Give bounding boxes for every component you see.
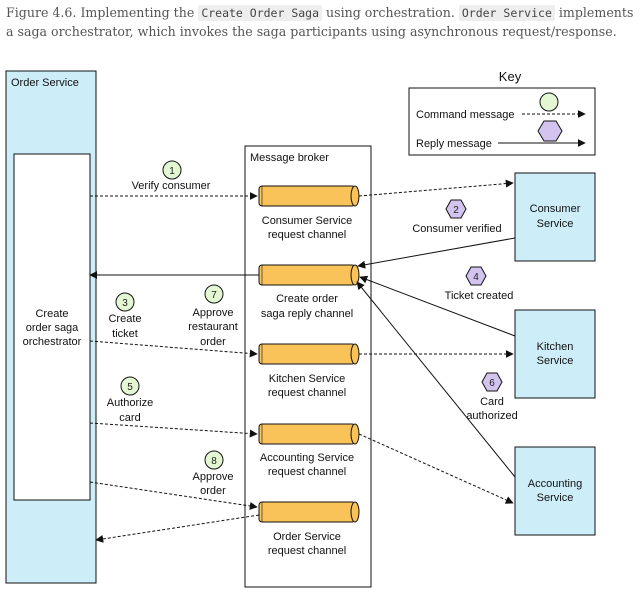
step-7-label-1: Approve (193, 307, 234, 319)
channel-order-service (258, 501, 360, 523)
step-6-label-2: authorized (466, 410, 517, 422)
step-6-hexagon (481, 372, 503, 392)
step-1-number: 1 (169, 166, 175, 177)
step-5-label-1: Authorize (107, 397, 153, 409)
step-3-circle (115, 292, 135, 312)
accounting-service-box (514, 446, 596, 536)
kitchen-service-label-2: Service (537, 355, 574, 367)
step-2-label: Consumer verified (412, 223, 501, 235)
caption-middle: using orchestration. (322, 5, 459, 20)
arrow-order-channel-to-orchestrator (95, 514, 260, 543)
figure-caption: Figure 4.6. Implementing the Create Orde… (6, 4, 638, 40)
saga-orchestrator-box (13, 153, 91, 501)
channel-accounting-label-2: request channel (268, 466, 346, 478)
channel-consumer-label-1: Consumer Service (262, 215, 352, 227)
channel-kitchen-label-1: Kitchen Service (269, 373, 345, 385)
channel-reply-label-2: saga reply channel (261, 308, 353, 320)
channel-accounting-label-1: Accounting Service (260, 452, 354, 464)
step-5-number: 5 (127, 382, 133, 393)
step-3-number: 3 (122, 298, 128, 309)
key-box (408, 87, 596, 156)
orchestrator-line-3: orchestrator (23, 336, 82, 348)
key-reply-hexagon (537, 120, 563, 142)
kitchen-service-label-1: Kitchen (537, 341, 574, 353)
arrow-consumer-channel-to-service (358, 179, 514, 197)
kitchen-service-box (514, 309, 596, 399)
key-command-circle (539, 92, 559, 112)
caption-suffix: implements a saga orchestrator, which in… (6, 5, 634, 39)
channel-order-label-1: Order Service (273, 531, 341, 543)
step-4-hexagon (465, 266, 487, 286)
step-5-label-2: card (119, 412, 140, 424)
consumer-service-box (514, 172, 596, 262)
step-7-label-2: restaurant (188, 321, 238, 333)
caption-prefix: Figure 4.6. Implementing the (6, 5, 199, 20)
accounting-service-label-1: Accounting (528, 478, 582, 490)
step-4-label: Ticket created (445, 290, 514, 302)
arrow-kitchen-reply (359, 275, 516, 337)
arrow-create-ticket-to-channel (89, 340, 258, 358)
key-reply-label: Reply message (416, 138, 492, 150)
step-6-label-1: Card (480, 396, 504, 408)
channel-saga-reply (258, 264, 360, 286)
step-2-hexagon (445, 199, 467, 219)
accounting-service-label-2: Service (537, 492, 574, 504)
order-service-title: Order Service (11, 77, 79, 89)
step-1-circle (162, 160, 182, 180)
channel-consumer-label-2: request channel (268, 229, 346, 241)
consumer-service-label-2: Service (537, 218, 574, 230)
step-8-label-2: order (200, 485, 226, 497)
step-8-label-1: Approve (193, 471, 234, 483)
channel-kitchen-label-2: request channel (268, 387, 346, 399)
channel-consumer-service (258, 185, 360, 207)
arrow-accounting-channel-to-service (358, 433, 514, 504)
step-2-number: 2 (453, 205, 459, 216)
step-3-label-1: Create (108, 313, 141, 325)
step-3-label-2: ticket (112, 328, 138, 340)
step-5-circle (120, 376, 140, 396)
key-command-label: Command message (416, 109, 514, 121)
consumer-service-label-1: Consumer (530, 203, 581, 215)
step-7-label-3: order (200, 336, 226, 348)
step-6-number: 6 (489, 378, 495, 389)
channel-accounting-service (258, 423, 360, 445)
arrow-accounting-reply (356, 281, 516, 478)
caption-code-saga: Create Order Saga (198, 5, 323, 21)
step-1-label: Verify consumer (132, 180, 211, 192)
step-7-circle (204, 284, 224, 304)
caption-code-order-service: Order Service (458, 5, 555, 21)
channel-order-label-2: request channel (268, 545, 346, 557)
arrow-consumer-reply (357, 237, 516, 269)
arrow-approve-order-to-channel (89, 481, 258, 510)
channel-kitchen-service (258, 343, 360, 365)
step-7-number: 7 (211, 290, 217, 301)
key-title: Key (499, 69, 522, 84)
step-8-circle (204, 450, 224, 470)
step-8-number: 8 (211, 456, 217, 467)
message-broker-title: Message broker (250, 152, 329, 164)
orchestrator-line-1: Create (35, 308, 68, 320)
step-4-number: 4 (473, 272, 479, 283)
channel-reply-label-1: Create order (276, 293, 338, 305)
orchestrator-line-2: order saga (26, 322, 79, 334)
arrow-authorize-card-to-channel (89, 422, 258, 438)
